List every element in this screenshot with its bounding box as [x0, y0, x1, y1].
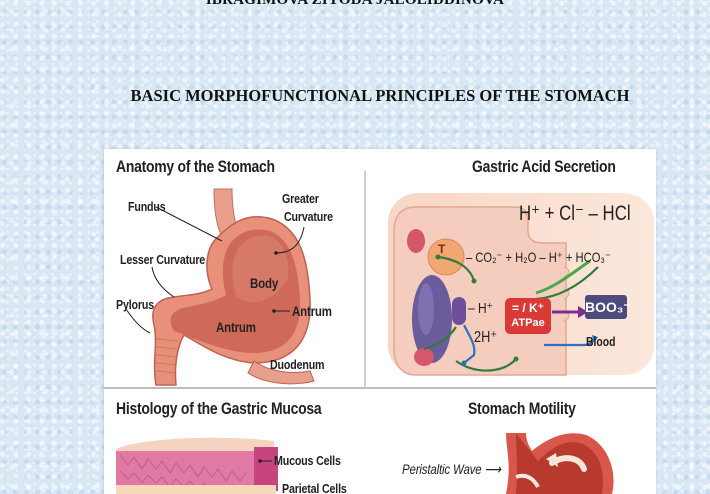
- panel-title-histology: Histology of the Gastric Mucosa: [116, 399, 322, 418]
- label-duodenum: Duodenum: [270, 357, 325, 372]
- label-greater-curvature-1: Greater: [282, 191, 319, 206]
- atpase-pump-badge: = / K⁺ ATPae: [505, 298, 551, 334]
- svg-text:T: T: [438, 242, 446, 256]
- label-peristaltic-wave: Peristaltic Wave ⟶: [402, 461, 501, 477]
- label-greater-curvature-2: Curvature: [284, 209, 333, 224]
- label-pylorus: Pylorus: [116, 297, 154, 312]
- stomach-motility-illustration: [506, 433, 614, 494]
- label-body: Body: [250, 275, 279, 291]
- panel-acid-secretion: Gastric Acid Secretion T: [366, 149, 656, 387]
- label-lesser-curvature: Lesser Curvature: [120, 252, 206, 267]
- panel-histology: Histology of the Gastric Mucosa Mucous C…: [104, 389, 364, 494]
- label-mucous-cells: Mucous Cells: [274, 453, 341, 468]
- atpase-line-2: ATPae: [511, 317, 545, 329]
- panel-title-acid-secretion: Gastric Acid Secretion: [472, 157, 616, 176]
- label-fundus: Fundus: [128, 199, 166, 214]
- panel-divider-horizontal: [104, 387, 656, 389]
- equation-co2: – CO₂⁻ + H₂O – H⁺ + HCO₃⁻: [466, 249, 611, 265]
- gastric-mucosa-illustration: [116, 437, 278, 494]
- panel-title-anatomy: Anatomy of the Stomach: [116, 157, 275, 176]
- panel-divider-vertical: [364, 171, 366, 389]
- document-title: BASIC MORPHOFUNCTIONAL PRINCIPLES OF THE…: [130, 86, 630, 105]
- label-h-plus: – H⁺: [468, 300, 494, 317]
- stomach-infographic: Anatomy of the Stomach: [104, 149, 656, 494]
- label-antrum-right: Antrum: [292, 303, 332, 319]
- stomach-anatomy-illustration: [125, 188, 315, 386]
- panel-anatomy: Anatomy of the Stomach: [104, 149, 364, 387]
- label-blood: Blood: [586, 334, 616, 349]
- panel-motility: Stomach Motility Peristaltic Wave ⟶: [366, 389, 656, 494]
- atpase-line-1: = / K⁺: [511, 301, 544, 315]
- label-antrum-inner: Antrum: [216, 319, 256, 335]
- parietal-cell-illustration: T: [388, 193, 654, 376]
- boo3-badge: BOO₃⁻: [585, 295, 631, 319]
- label-2h-plus: 2H⁺: [474, 329, 498, 346]
- panel-title-motility: Stomach Motility: [468, 399, 576, 418]
- equation-hcl: H⁺ + Cl⁻ – HCl: [519, 202, 631, 225]
- author-name: IBRAGIMOVA ZIYODA JALOLIDDINOVA: [205, 0, 505, 8]
